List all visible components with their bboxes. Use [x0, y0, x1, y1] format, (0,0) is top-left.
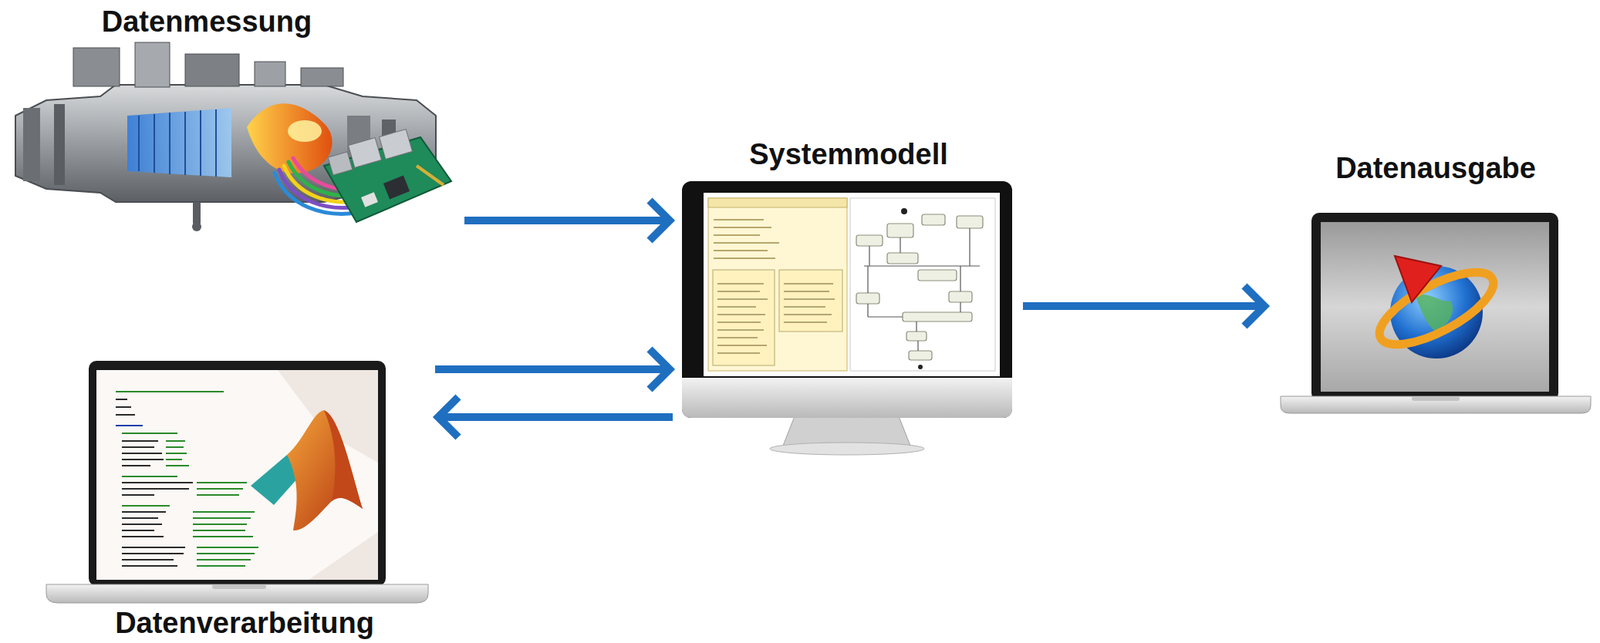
- diagram-node: Datenmessung: [7, 4, 456, 230]
- turbine-illustration: [15, 42, 436, 232]
- arrow-shaft: [1022, 302, 1263, 311]
- flow-arrow: [435, 349, 670, 390]
- arrow-shaft: [435, 365, 669, 374]
- node-title: Systemmodell: [749, 137, 949, 172]
- arrow-shaft: [464, 216, 669, 225]
- flow-arrow: [438, 397, 673, 438]
- flow-arrow: [464, 200, 670, 241]
- diagram-node: Systemmodell: [681, 137, 1014, 456]
- arrow-head: [1244, 286, 1265, 327]
- node-title: Datenausgabe: [1335, 151, 1536, 186]
- arrow-shaft: [439, 413, 673, 422]
- node-title: Datenverarbeitung: [114, 606, 375, 641]
- monitor-illustration: [681, 181, 1013, 456]
- arrow-head: [438, 397, 459, 438]
- node-title: Datenmessung: [101, 4, 312, 39]
- circuit-board: [324, 129, 452, 223]
- diagram-node: Datenausgabe: [1276, 151, 1595, 417]
- arrow-head: [649, 200, 670, 241]
- flow-arrow: [1022, 286, 1265, 327]
- laptop-processing-illustration: [46, 361, 429, 604]
- arrow-head: [649, 349, 670, 390]
- laptop-output-illustration: [1280, 212, 1591, 414]
- diagram-node: Datenverarbeitung: [47, 356, 426, 641]
